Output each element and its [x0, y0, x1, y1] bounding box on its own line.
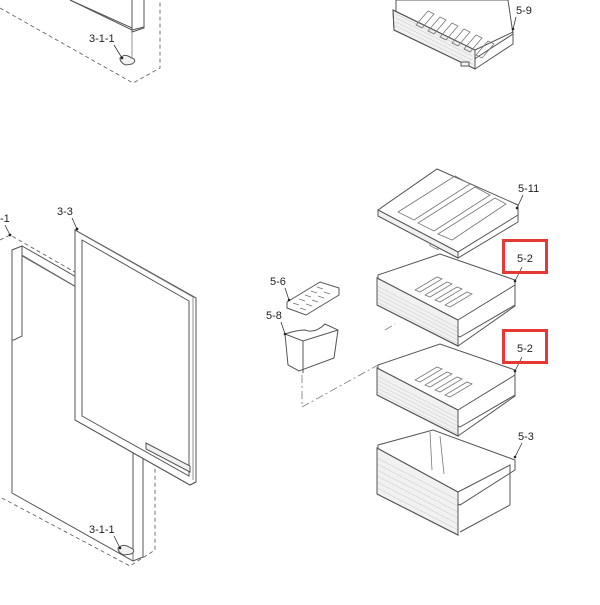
label-5-9: 5-9 — [516, 5, 532, 17]
top-tray-5-9 — [392, 0, 517, 251]
highlight-box-5-2-lower — [502, 329, 548, 364]
label-3-1-1-top: 3-1-1 — [89, 33, 115, 45]
upper-door-fragment — [0, 0, 161, 84]
label-3-1-1-bottom: 3-1-1 — [89, 524, 115, 536]
label-5-2-lower: 5-2 — [517, 343, 533, 355]
label-5-2-upper: 5-2 — [517, 253, 533, 265]
label-5-8: 5-8 — [266, 310, 282, 322]
label-5-6: 5-6 — [270, 276, 286, 288]
door-gasket-3-3 — [71, 217, 197, 486]
label-5-11: 5-11 — [518, 183, 540, 195]
label-3-1: -1 — [0, 213, 10, 225]
assembly-line-short — [384, 323, 396, 331]
drawer-cover-5-11 — [377, 168, 524, 259]
lower-drawer-5-2 — [376, 343, 523, 437]
label-5-3: 5-3 — [518, 431, 534, 443]
label-3-3: 3-3 — [57, 206, 73, 218]
upper-drawer-5-2 — [376, 253, 523, 347]
highlight-box-5-2-upper — [502, 239, 548, 274]
assembly-line — [301, 364, 379, 408]
bottom-drawer-5-3 — [376, 429, 523, 536]
ice-tray-5-6 — [284, 281, 340, 316]
ice-bin-5-8 — [280, 321, 339, 373]
